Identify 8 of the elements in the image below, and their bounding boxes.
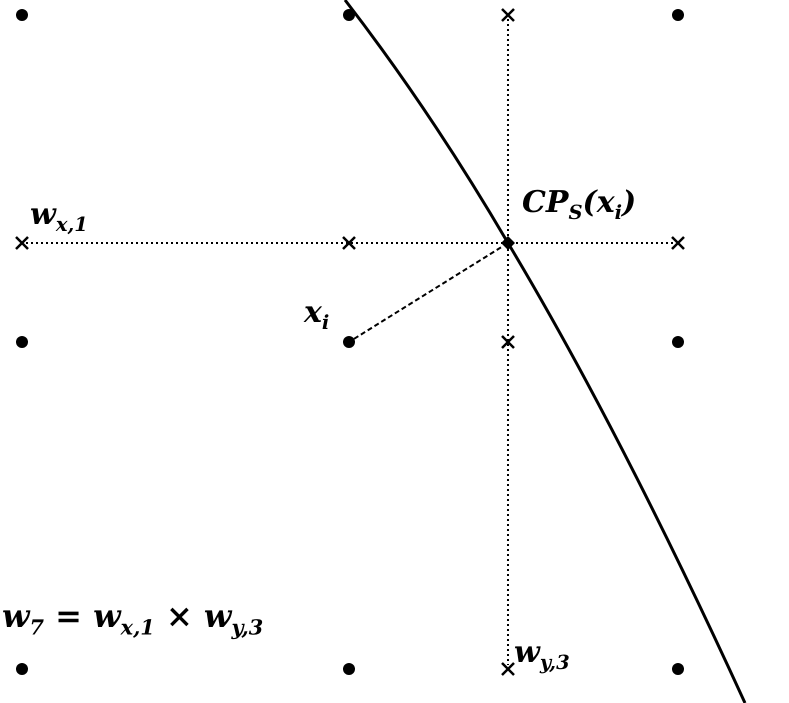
point-marker (501, 236, 515, 250)
math-label: w$_{x,1}$ (30, 200, 88, 234)
point-marker (343, 336, 355, 348)
math-label: w$_{y,3}$ (514, 638, 570, 672)
point-label: CP$_{S}$(x$_{i}$) (522, 188, 636, 222)
formula-label: w$_{7}$ = w$_{x,1}$ × w$_{y,3}$ (2, 600, 264, 638)
point-label: x$_{i}$ (304, 298, 330, 332)
dashed-line (354, 246, 503, 340)
